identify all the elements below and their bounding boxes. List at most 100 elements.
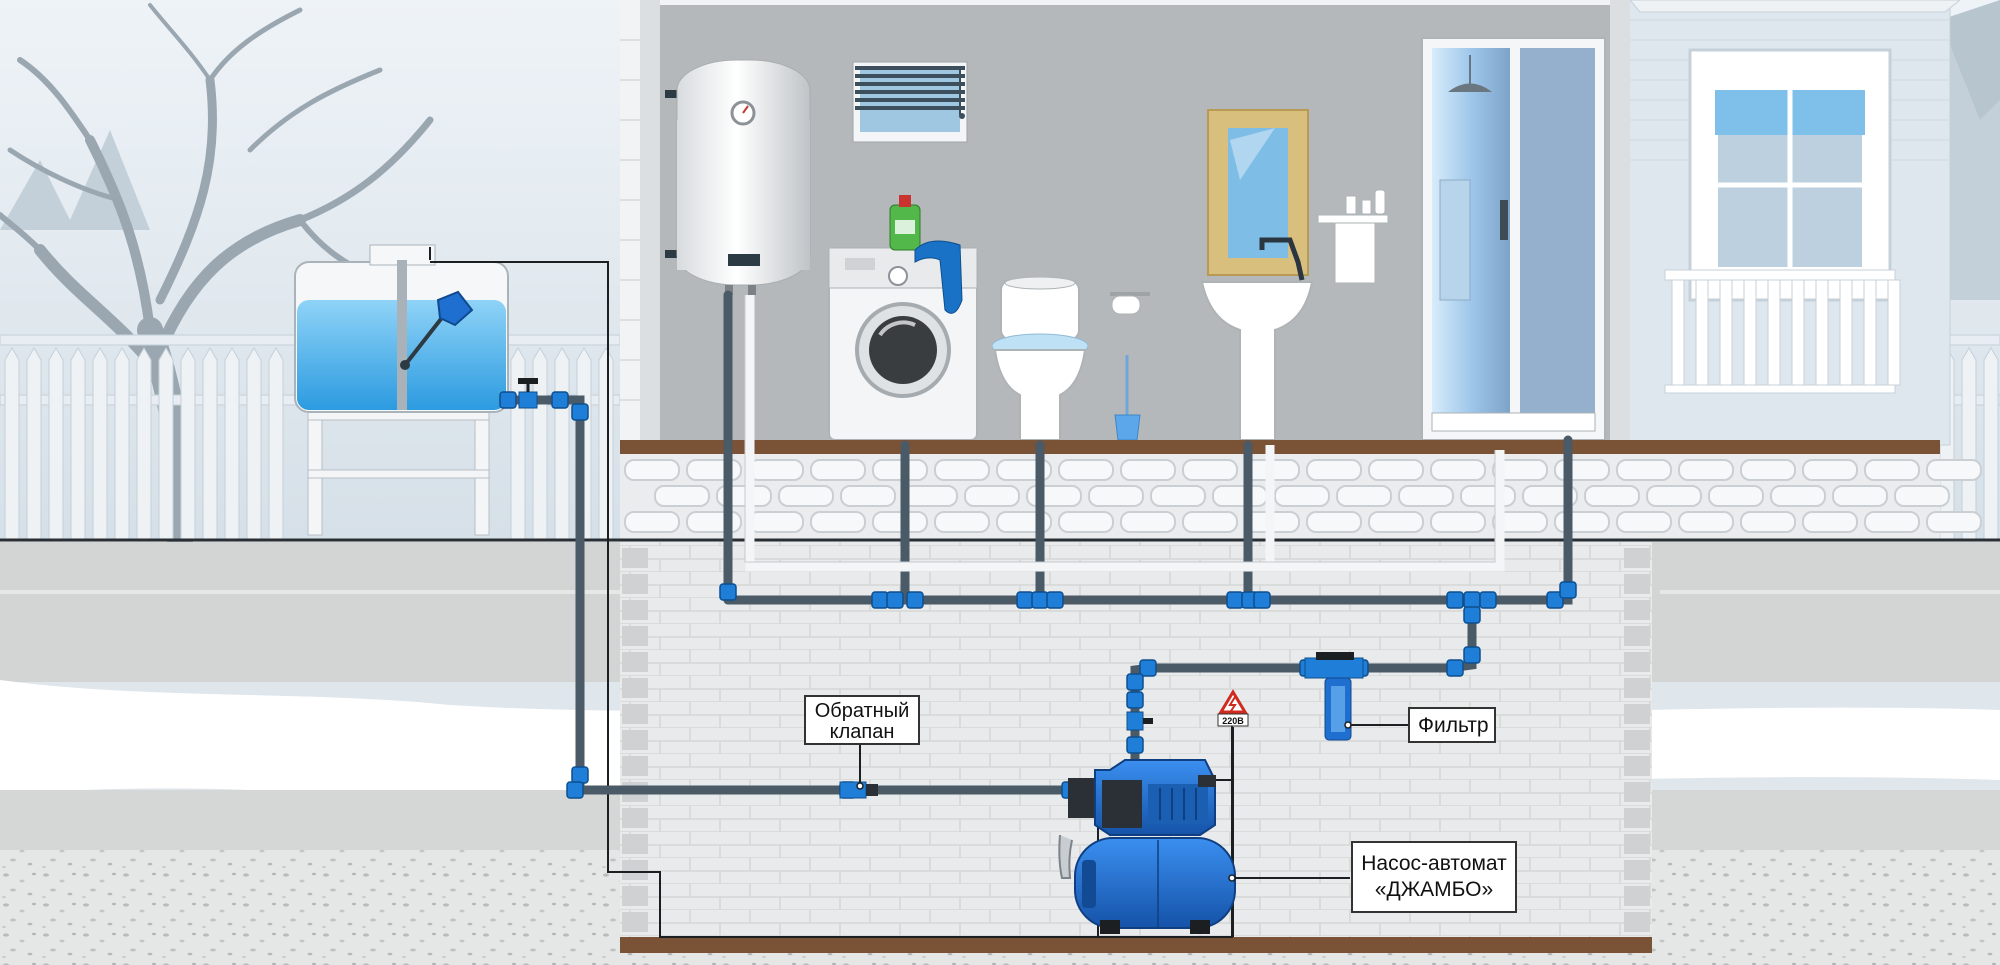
fence-picket <box>268 347 284 541</box>
shelf-icon <box>1317 189 1389 284</box>
porch-baluster <box>1695 279 1709 386</box>
wall-block <box>622 808 648 828</box>
detergent-bottle-icon <box>889 195 921 251</box>
fence-picket <box>510 347 526 541</box>
pipe-fitting <box>1463 591 1481 609</box>
foundation-stone <box>1864 511 1920 533</box>
pipe-fitting <box>1126 691 1144 709</box>
foundation-stone <box>686 511 742 533</box>
foundation-stone <box>1584 485 1640 507</box>
wall-block <box>1624 808 1650 828</box>
pipe-tank-outlet <box>503 395 1075 795</box>
foundation-stone <box>1554 511 1610 533</box>
wall-block <box>622 704 648 724</box>
foundation-stone <box>1368 511 1424 533</box>
foundation-stone <box>1616 511 1672 533</box>
pump-callout: Насос-автомат «ДЖАМБО» <box>1351 841 1517 913</box>
wall-block <box>622 834 648 854</box>
foundation-stone <box>964 485 1020 507</box>
wall-block <box>1624 782 1650 802</box>
pipe-fitting <box>1479 591 1497 609</box>
porch-baluster <box>1791 279 1805 386</box>
porch-baluster <box>1671 279 1685 386</box>
foundation-stone <box>1832 485 1888 507</box>
foundation-stone <box>1306 459 1362 481</box>
hydro-accumulator-icon <box>1058 834 1236 934</box>
wall-block <box>622 860 648 880</box>
foundation-stone <box>1646 485 1702 507</box>
pipe-fitting <box>1016 591 1034 609</box>
fence-picket <box>532 347 548 541</box>
foundation-stone <box>1182 459 1238 481</box>
pipe-fitting <box>871 591 889 609</box>
mirror-icon <box>1207 109 1309 276</box>
foundation-stone <box>902 485 958 507</box>
foundation-stone <box>1058 459 1114 481</box>
pipe-fitting <box>1446 591 1464 609</box>
stone-foundation <box>620 454 1982 540</box>
fence-picket <box>224 347 240 541</box>
foundation-stone <box>1678 511 1734 533</box>
foundation-stone <box>1554 459 1610 481</box>
filter-label: Фильтр <box>1418 714 1489 737</box>
pipe-collector <box>723 435 1573 605</box>
foundation-stone <box>1492 459 1548 481</box>
foundation-stone <box>1678 459 1734 481</box>
foundation-stone <box>1150 485 1206 507</box>
wall-block <box>1624 626 1650 646</box>
porch-baluster <box>1767 279 1781 386</box>
pipe-fitting <box>1253 591 1271 609</box>
pipe-fitting <box>1046 591 1064 609</box>
foundation-stone <box>1058 511 1114 533</box>
wall-block <box>1624 886 1650 906</box>
foundation-stone <box>810 511 866 533</box>
wall-block <box>622 730 648 750</box>
foundation-stone <box>810 459 866 481</box>
foundation-stone <box>654 485 710 507</box>
fence-picket <box>180 347 196 541</box>
voltage-label: 220В <box>1222 716 1244 726</box>
wall-block <box>622 626 648 646</box>
foundation-stone <box>934 459 990 481</box>
foundation-stone <box>1336 485 1392 507</box>
foundation-stone <box>1120 511 1176 533</box>
foundation-stone <box>1368 459 1424 481</box>
foundation-stone <box>840 485 896 507</box>
foundation-stone <box>1926 459 1982 481</box>
pipe-fitting <box>571 403 589 421</box>
foundation-stone <box>1182 511 1238 533</box>
pipe-fittings <box>499 391 1577 799</box>
foundation-stone <box>1740 459 1796 481</box>
pipe-fitting <box>571 766 589 784</box>
fence-picket <box>598 347 614 541</box>
porch-baluster <box>1839 279 1853 386</box>
hot-water-pipe <box>745 295 1505 572</box>
foundation-stone <box>1802 459 1858 481</box>
foundation-stone <box>686 459 742 481</box>
toilet-paper-icon <box>1110 292 1150 315</box>
pump-icon <box>1068 759 1216 836</box>
pipe-fitting <box>886 591 904 609</box>
fence-picket <box>48 347 64 541</box>
foundation-stone <box>1274 485 1330 507</box>
wall-block <box>622 912 648 932</box>
porch-baluster <box>1743 279 1757 386</box>
foundation-stone <box>872 511 928 533</box>
foundation-stone <box>748 459 804 481</box>
pump-valve-icon <box>1126 711 1153 731</box>
pipe-fitting <box>566 781 584 799</box>
pipe-fitting <box>1559 581 1577 599</box>
foundation-stone <box>1802 511 1858 533</box>
pipe-fitting <box>1226 591 1244 609</box>
wall-block <box>622 652 648 672</box>
wall-block <box>622 886 648 906</box>
foundation-stone <box>1926 511 1982 533</box>
foundation-stone <box>1616 459 1672 481</box>
foundation-stone <box>748 511 804 533</box>
wall-block <box>1624 860 1650 880</box>
fence-picket <box>4 347 20 541</box>
foundation-stone <box>1430 459 1486 481</box>
shower-cabin-icon <box>1421 37 1606 441</box>
